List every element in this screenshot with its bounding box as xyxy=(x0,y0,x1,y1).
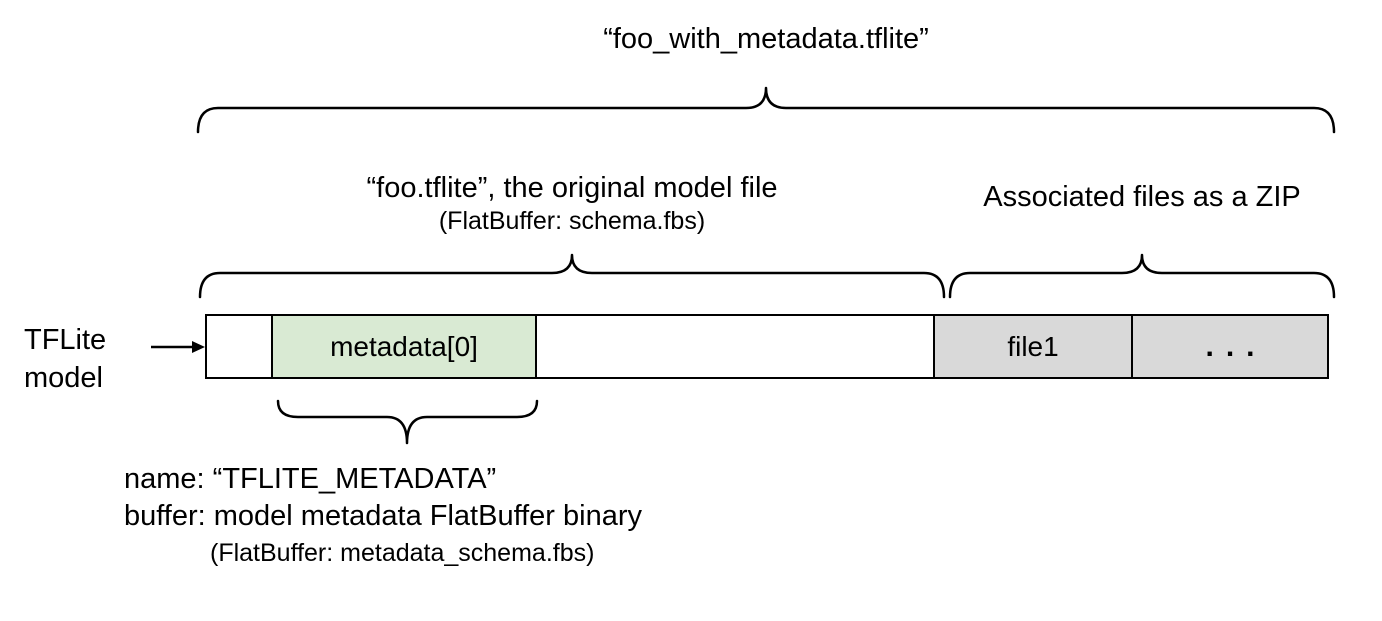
metadata-note-name: name: “TFLITE_METADATA” xyxy=(124,463,497,495)
overall-file-title: “foo_with_metadata.tflite” xyxy=(603,23,929,55)
tflite-model-pointer-line2: model xyxy=(24,362,103,394)
bar-segment-file1: file1 xyxy=(935,316,1133,377)
tflite-model-bar: metadata[0] file1 ... xyxy=(205,314,1329,379)
brace-overall-file xyxy=(196,86,1336,134)
bar-segment-more-files: ... xyxy=(1133,316,1327,377)
metadata-note: name: “TFLITE_METADATA” buffer: model me… xyxy=(124,461,642,572)
brace-associated-files xyxy=(948,253,1336,299)
tflite-model-pointer-line1: TFLite xyxy=(24,324,107,356)
bar-segment-empty-mid xyxy=(537,316,935,377)
brace-metadata-buffer xyxy=(276,399,539,445)
bar-segment-empty-left xyxy=(207,316,273,377)
original-model-label-sub: (FlatBuffer: schema.fbs) xyxy=(438,207,706,235)
original-model-label-main: “foo.tflite”, the original model file xyxy=(366,172,778,204)
associated-files-label: Associated files as a ZIP xyxy=(983,181,1301,213)
original-model-label: “foo.tflite”, the original model file (F… xyxy=(222,170,922,236)
bar-segment-metadata: metadata[0] xyxy=(273,316,537,377)
metadata-note-buffer: buffer: model metadata FlatBuffer binary xyxy=(124,500,642,532)
tflite-model-pointer-label: TFLite model xyxy=(24,321,106,397)
metadata-note-schema: (FlatBuffer: metadata_schema.fbs) xyxy=(210,539,595,567)
brace-original-model xyxy=(198,253,946,299)
arrow-icon xyxy=(151,341,205,353)
